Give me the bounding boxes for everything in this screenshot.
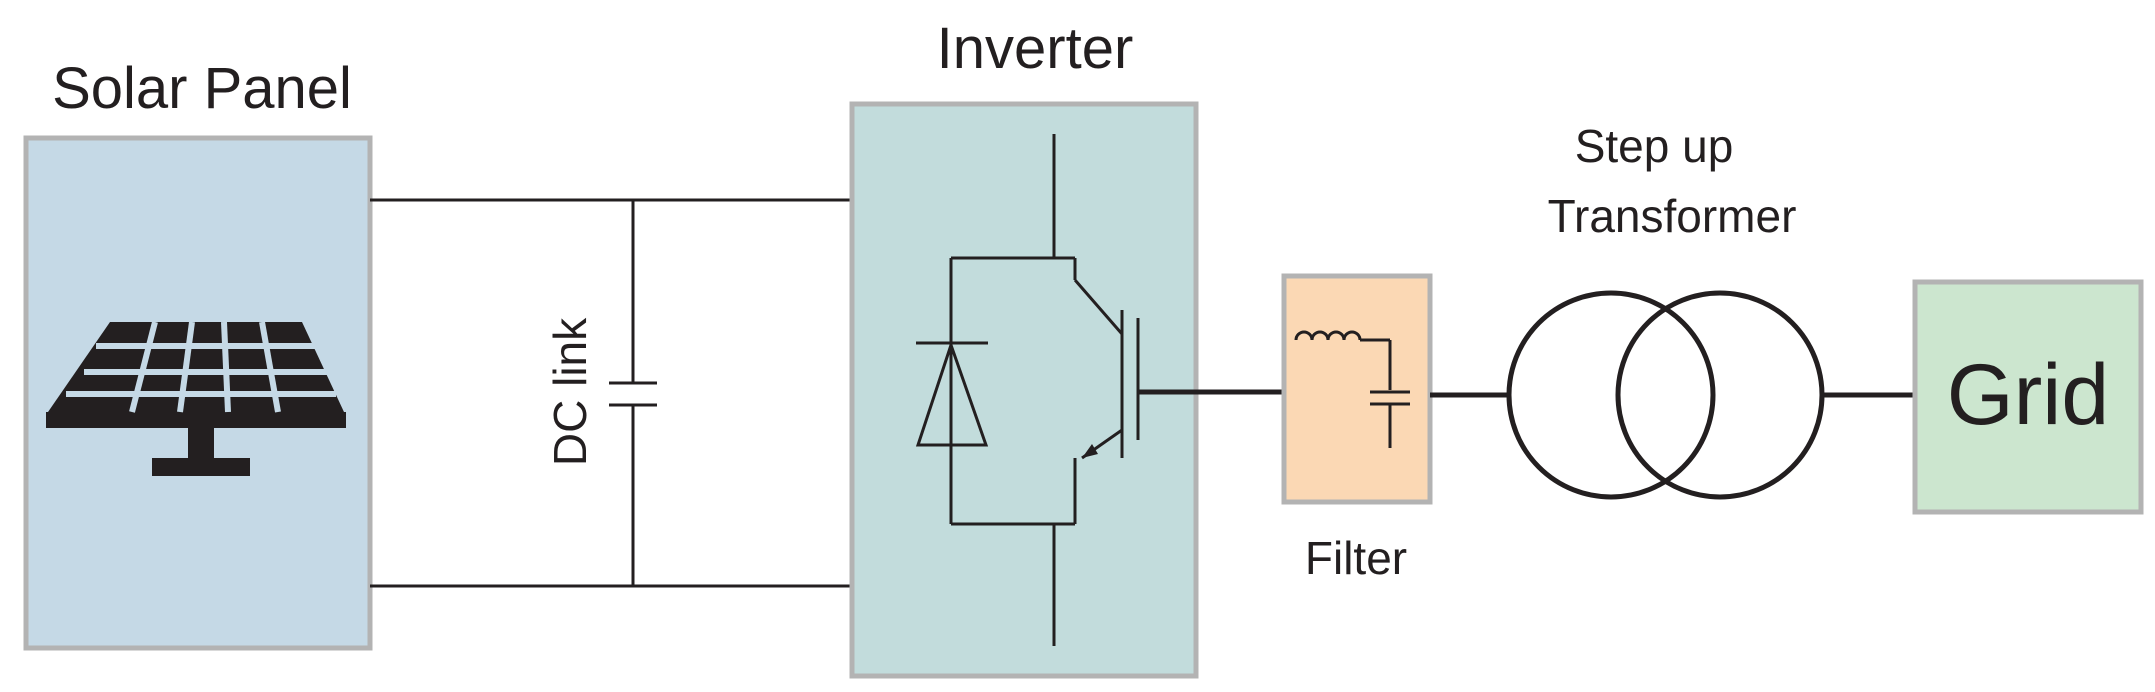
filter-capacitor-symbol — [1370, 390, 1410, 448]
solar-panel-icon — [46, 321, 346, 476]
capacitor-symbol — [609, 200, 657, 586]
solar-panel-block: Solar Panel — [23, 56, 373, 651]
transformer-block: Step up Transformer — [1506, 120, 1825, 500]
grid-block: Grid — [1912, 279, 2144, 515]
transformer-label-line1: Step up — [1575, 120, 1734, 172]
transformer-label-line2: Transformer — [1548, 190, 1797, 242]
inverter-circuit — [915, 134, 1196, 646]
filter-block: Filter — [1281, 273, 1433, 584]
igbt-symbol — [1073, 258, 1196, 524]
inverter-block: Inverter — [849, 16, 1199, 679]
filter-box — [1281, 273, 1433, 505]
diode-symbol — [915, 340, 989, 447]
filter-label: Filter — [1305, 532, 1407, 584]
dc-link-label: DC link — [544, 317, 596, 466]
solar-panel-label: Solar Panel — [52, 56, 352, 121]
dc-link: DC link — [370, 198, 852, 588]
grid-box — [1912, 279, 2144, 515]
transformer-symbol — [1506, 290, 1825, 500]
inverter-label: Inverter — [937, 16, 1134, 81]
grid-label: Grid — [1947, 347, 2109, 443]
inductor-symbol — [1294, 330, 1392, 390]
